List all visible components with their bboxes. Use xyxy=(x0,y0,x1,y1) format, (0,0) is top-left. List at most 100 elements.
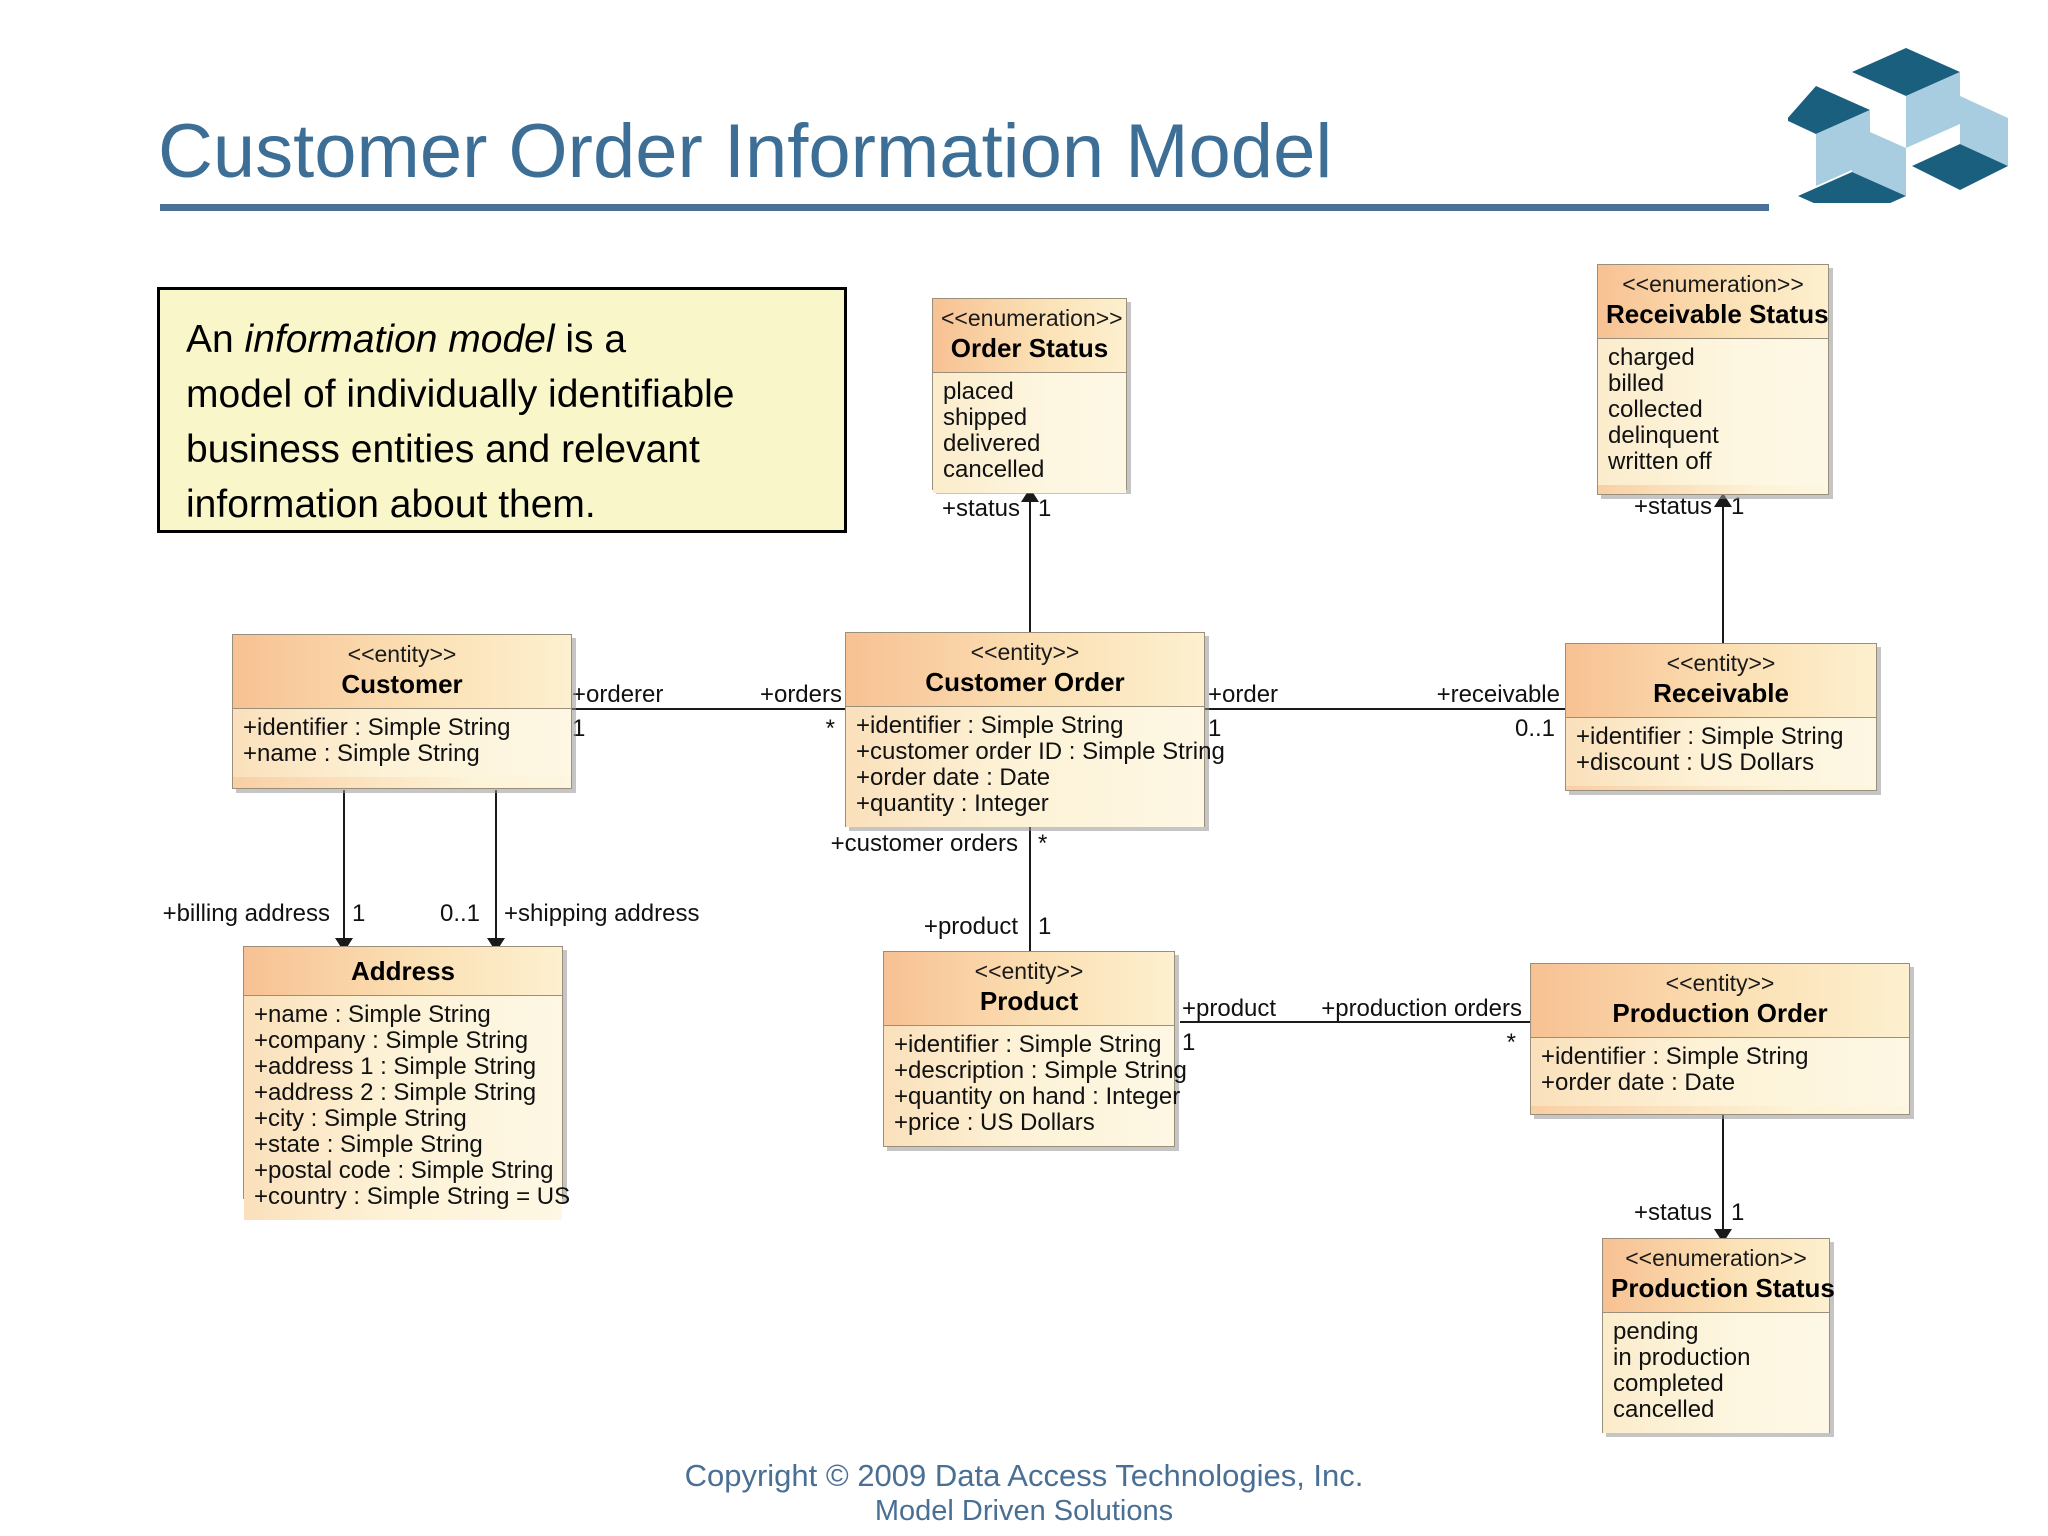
assoc-label-po-status-role: +status xyxy=(1633,1199,1712,1226)
callout-line-4: information about them. xyxy=(186,483,596,526)
assoc-label-orderer-mult: 1 xyxy=(572,715,586,742)
assoc-label-orderer-role: +orderer xyxy=(572,681,664,708)
attribute-row: +address 1 : Simple String xyxy=(254,1053,537,1080)
class-box-product[interactable]: <<entity>> Product +identifier : Simple … xyxy=(883,951,1187,1147)
callout-line-2: model of individually identifiable xyxy=(186,373,735,416)
assoc-label-billing-address-role: +billing address xyxy=(162,900,330,927)
class-attributes-address: +name : Simple String +company : Simple … xyxy=(244,996,570,1220)
class-attributes-product: +identifier : Simple String +description… xyxy=(884,1026,1187,1146)
attribute-row: +quantity on hand : Integer xyxy=(894,1083,1181,1110)
connector-customer-to-customer-order xyxy=(570,708,845,710)
stereotype-label: <<enumeration>> xyxy=(1622,271,1804,297)
connector-production-order-to-production-status xyxy=(1722,1115,1724,1237)
class-header-customer-order: <<entity>> Customer Order xyxy=(846,633,1204,707)
class-attributes-production-order: +identifier : Simple String +order date … xyxy=(1531,1038,1909,1106)
model-driven-solutions-logo xyxy=(1786,38,2008,220)
assoc-label-receivable-status-mult: 1 xyxy=(1731,493,1745,520)
stereotype-label: <<entity>> xyxy=(1666,650,1776,676)
stereotype-label: <<entity>> xyxy=(970,639,1080,665)
connector-product-to-production-order xyxy=(1180,1021,1530,1023)
attribute-row: +description : Simple String xyxy=(894,1057,1187,1084)
connector-customer-order-to-receivable xyxy=(1205,708,1565,710)
attribute-row: +price : US Dollars xyxy=(894,1109,1095,1136)
class-header-address: Address xyxy=(244,947,562,996)
connector-customer-to-billing-address xyxy=(343,790,345,945)
attribute-row: +identifier : Simple String xyxy=(1541,1043,1809,1070)
attribute-row: cancelled xyxy=(1613,1396,1715,1423)
attribute-row: +identifier : Simple String xyxy=(243,714,511,741)
class-header-production-order: <<entity>> Production Order xyxy=(1531,964,1909,1038)
attribute-row: collected xyxy=(1608,396,1703,423)
class-box-receivable-status[interactable]: <<enumeration>> Receivable Status charge… xyxy=(1597,264,1829,495)
attribute-row: completed xyxy=(1613,1370,1724,1397)
assoc-label-customer-orders-mult: * xyxy=(1038,830,1048,857)
assoc-label-production-orders-role: +production orders xyxy=(1321,995,1522,1022)
arrowhead-receivable-status xyxy=(1714,493,1732,507)
class-attributes-receivable-status: charged billed collected delinquent writ… xyxy=(1598,339,1828,485)
connector-customer-to-shipping-address xyxy=(495,790,497,945)
class-attributes-customer-order: +identifier : Simple String +customer or… xyxy=(846,707,1225,827)
assoc-label-receivable-mult: 0..1 xyxy=(1514,715,1555,742)
page-title: Customer Order Information Model xyxy=(158,109,1333,194)
attribute-row: delinquent xyxy=(1608,422,1719,449)
class-header-receivable: <<entity>> Receivable xyxy=(1566,644,1876,718)
callout-line-3: business entities and relevant xyxy=(186,428,700,471)
footer-company-line: Model Driven Solutions xyxy=(874,1495,1174,1527)
assoc-label-order-status-role: +status xyxy=(941,495,1020,522)
attribute-row: billed xyxy=(1608,370,1665,397)
assoc-label-product-role: +product xyxy=(923,913,1018,940)
class-name-label: Production Status xyxy=(1611,1273,1835,1303)
assoc-label-billing-address-mult: 1 xyxy=(352,900,366,927)
callout-line-1-suffix: is a xyxy=(554,318,627,361)
class-box-order-status[interactable]: <<enumeration>> Order Status placed ship… xyxy=(932,298,1127,493)
class-header-customer: <<entity>> Customer xyxy=(233,635,571,709)
class-box-production-order[interactable]: <<entity>> Production Order +identifier … xyxy=(1530,963,1910,1115)
attribute-row: +discount : US Dollars xyxy=(1576,749,1815,776)
class-name-label: Receivable xyxy=(1653,678,1789,708)
attribute-row: +identifier : Simple String xyxy=(1576,723,1844,750)
assoc-label-receivable-role: +receivable xyxy=(1436,681,1560,708)
attribute-row: cancelled xyxy=(943,456,1045,483)
attribute-row: placed xyxy=(943,378,1014,405)
assoc-label-customer-orders-role: +customer orders xyxy=(830,830,1018,857)
class-name-label: Customer Order xyxy=(925,667,1125,697)
connector-customer-order-to-product xyxy=(1029,826,1031,954)
stereotype-label: <<entity>> xyxy=(974,958,1084,984)
assoc-label-product-po-role: +product xyxy=(1182,995,1277,1022)
assoc-label-order-status-mult: 1 xyxy=(1038,495,1052,522)
attribute-row: +city : Simple String xyxy=(254,1105,467,1132)
stereotype-label: <<entity>> xyxy=(1665,970,1775,996)
class-box-customer-order[interactable]: <<entity>> Customer Order +identifier : … xyxy=(845,632,1225,827)
callout-line-1-prefix: An xyxy=(186,318,245,361)
isometric-blocks-icon xyxy=(1786,48,2008,220)
attribute-row: +order date : Date xyxy=(1541,1069,1736,1096)
class-header-production-status: <<enumeration>> Production Status xyxy=(1603,1239,1835,1313)
attribute-row: +name : Simple String xyxy=(243,740,480,767)
class-name-label: Customer xyxy=(341,669,463,699)
attribute-row: +quantity : Integer xyxy=(856,790,1049,817)
attribute-row: +order date : Date xyxy=(856,764,1051,791)
class-name-label: Address xyxy=(350,956,456,986)
class-name-label: Receivable Status xyxy=(1606,299,1829,329)
stereotype-label: <<enumeration>> xyxy=(1625,1245,1807,1271)
title-underline-rule xyxy=(160,204,1769,211)
class-box-customer[interactable]: <<entity>> Customer +identifier : Simple… xyxy=(232,634,572,789)
attribute-row: pending xyxy=(1613,1318,1699,1345)
attribute-row: +company : Simple String xyxy=(254,1027,529,1054)
class-attributes-receivable: +identifier : Simple String +discount : … xyxy=(1566,718,1876,786)
class-box-address[interactable]: Address +name : Simple String +company :… xyxy=(243,946,570,1220)
callout-emphasis: information model xyxy=(244,318,555,361)
class-header-product: <<entity>> Product xyxy=(884,952,1174,1026)
attribute-row: +postal code : Simple String xyxy=(254,1157,554,1184)
class-attributes-order-status: placed shipped delivered cancelled xyxy=(933,373,1126,493)
attribute-row: charged xyxy=(1608,344,1695,371)
class-box-production-status[interactable]: <<enumeration>> Production Status pendin… xyxy=(1602,1238,1835,1433)
attribute-row: +name : Simple String xyxy=(254,1001,491,1028)
attribute-row: +identifier : Simple String xyxy=(856,712,1124,739)
class-box-receivable[interactable]: <<entity>> Receivable +identifier : Simp… xyxy=(1565,643,1877,791)
attribute-row: shipped xyxy=(943,404,1028,431)
assoc-label-shipping-address-mult: 0..1 xyxy=(439,900,480,927)
assoc-label-orders-mult: * xyxy=(825,715,835,742)
assoc-label-po-status-mult: 1 xyxy=(1731,1199,1745,1226)
assoc-label-order-role: +order xyxy=(1208,681,1279,708)
